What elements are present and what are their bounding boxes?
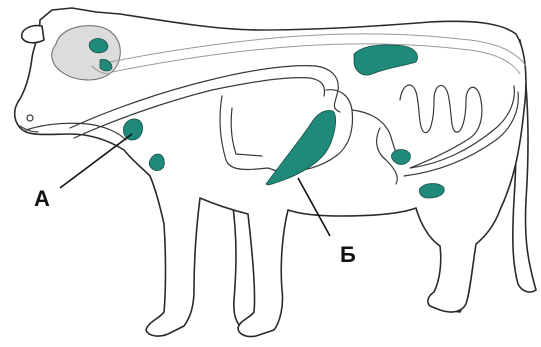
pointer-a	[60, 134, 132, 188]
thyroid-gland	[123, 119, 142, 140]
pineal-gland	[89, 39, 108, 53]
brain	[52, 26, 121, 80]
label-a: А	[34, 186, 50, 211]
label-b: Б	[340, 242, 356, 267]
ear	[22, 26, 44, 43]
